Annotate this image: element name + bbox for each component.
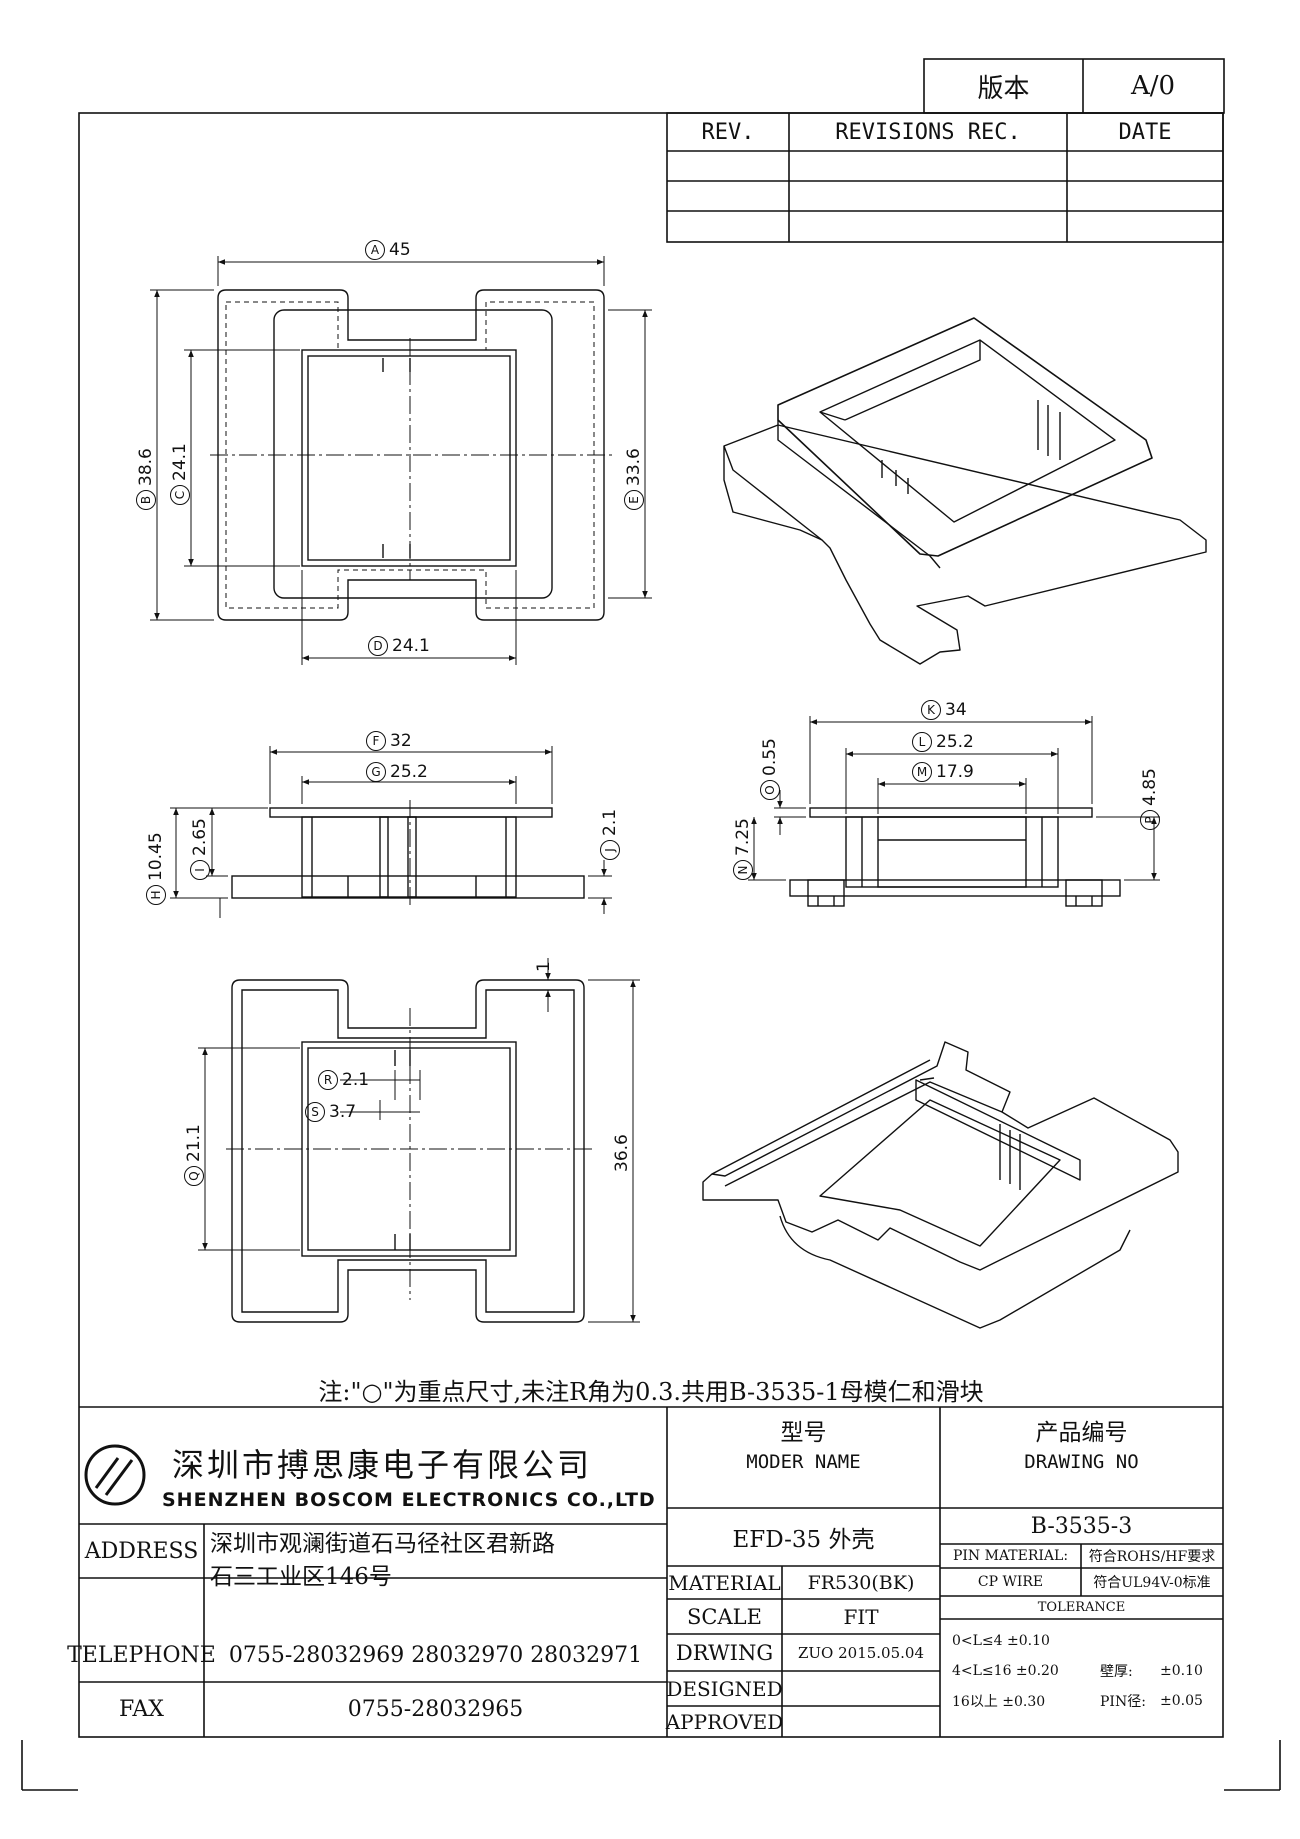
material-value: FR530(BK) <box>807 1571 915 1594</box>
approved-label: APPROVED <box>665 1709 784 1734</box>
top-view-dimensions <box>150 256 652 665</box>
telephone-value: 0755-28032969 28032970 28032971 <box>228 1642 643 1668</box>
isometric-view-2 <box>702 1041 1179 1329</box>
front-view-dimensions <box>170 746 612 918</box>
wall-thickness-value: ±0.10 <box>1160 1663 1203 1679</box>
address-label: ADDRESS <box>84 1538 199 1564</box>
revisions-table <box>666 112 1224 243</box>
tolerance-label: TOLERANCE <box>1037 1600 1126 1615</box>
top-view <box>210 289 616 621</box>
material-label: MATERIAL <box>668 1570 781 1595</box>
address-line1: 深圳市观澜街道石马径社区君新路 <box>210 1531 555 1557</box>
date-header: DATE <box>1118 119 1172 145</box>
dim-1: 1 <box>534 961 554 972</box>
cp-wire-label: CP WIRE <box>977 1574 1044 1590</box>
scale-label: SCALE <box>687 1604 762 1629</box>
drawing-no-value: B-3535-3 <box>1030 1513 1133 1539</box>
designed-label: DESIGNED <box>666 1676 783 1701</box>
drawing-no-label-cn: 产品编号 <box>1035 1420 1128 1446</box>
model-value: EFD-35 外壳 <box>732 1527 875 1553</box>
wall-thickness-label: 壁厚: <box>1100 1664 1133 1680</box>
telephone-label: TELEPHONE <box>67 1642 216 1668</box>
cp-wire-value: 符合UL94V-0标准 <box>1093 1575 1211 1591</box>
dim-height-36-6: 36.6 <box>612 1134 632 1172</box>
drwing-label: DRWING <box>675 1640 774 1665</box>
side-view-dimensions <box>748 716 1160 881</box>
scale-value: FIT <box>843 1604 879 1629</box>
bottom-view <box>226 979 596 1323</box>
pin-material-value: 符合ROHS/HF要求 <box>1088 1549 1216 1565</box>
rev-header: REV. <box>701 119 755 145</box>
tolerance-row-2: 4<L≤16 ±0.20 <box>952 1663 1059 1679</box>
tolerance-row-1: 0<L≤4 ±0.10 <box>952 1633 1050 1649</box>
fax-value: 0755-28032965 <box>347 1697 524 1722</box>
company-logo <box>84 1444 146 1506</box>
drwing-value: ZUO 2015.05.04 <box>797 1643 924 1662</box>
drawing-frame <box>78 112 1224 1738</box>
title-block <box>79 1406 1223 1737</box>
drawing-note: 注:"○"为重点尺寸,未注R角为0.3.共用B-3535-1母模仁和滑块 <box>318 1377 984 1406</box>
version-value: A/0 <box>1130 71 1176 101</box>
fax-label: FAX <box>119 1697 164 1722</box>
front-view <box>231 800 585 905</box>
drawing-no-label-en: DRAWING NO <box>1024 1451 1139 1473</box>
company-name-en: SHENZHEN BOSCOM ELECTRONICS CO.,LTD <box>162 1489 656 1511</box>
pin-diameter-label: PIN径: <box>1100 1694 1146 1710</box>
company-name-cn: 深圳市搏思康电子有限公司 <box>172 1446 593 1484</box>
pin-material-label: PIN MATERIAL: <box>952 1548 1069 1564</box>
model-label-en: MODER NAME <box>746 1451 861 1473</box>
side-view <box>789 807 1121 907</box>
isometric-view-1 <box>723 317 1207 665</box>
tolerance-row-3: 16以上 ±0.30 <box>952 1694 1046 1710</box>
version-label: 版本 <box>977 73 1030 104</box>
revisions-rec-header: REVISIONS REC. <box>835 119 1021 145</box>
address-line2: 石三工业区146号 <box>210 1564 392 1590</box>
bottom-view-dimensions <box>198 958 640 1323</box>
pin-diameter-value: ±0.05 <box>1160 1693 1203 1709</box>
model-label-cn: 型号 <box>780 1420 827 1446</box>
